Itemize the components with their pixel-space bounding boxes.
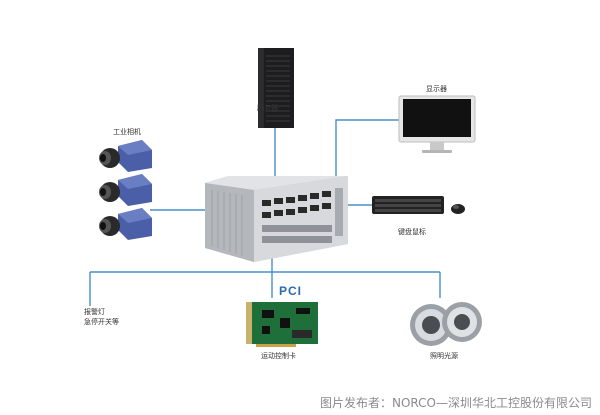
camera-icon-1 [99,140,152,172]
pci-label: PCI [279,284,303,298]
keyboard-icon [372,196,444,214]
mouse-icon [451,204,465,214]
image-caption: 图片发布者：NORCO—深圳华北工控股份有限公司 [320,396,592,410]
camera-icon-3 [99,208,152,240]
keyboard-mouse-label: 键盘鼠标 [398,228,426,236]
alarm-label-line1: 报警灯 [84,308,105,316]
industrial-pc-icon [205,176,348,262]
monitor-icon [398,95,476,153]
ring-light-icon-2 [442,302,482,342]
ring-light-icon-1 [410,304,452,346]
alarm-label-line2: 急停开关等 [84,318,119,326]
cameras-label: 工业相机 [113,128,141,136]
camera-icon-2 [99,174,152,206]
server-icon [258,48,294,128]
monitor-link [335,119,400,188]
light-source-label: 照明光源 [430,352,458,360]
connection-lines [89,119,441,306]
server-label: 服务器 [257,104,278,112]
motion-card-label: 运动控制卡 [261,352,296,360]
motion-control-card-icon [246,302,318,347]
monitor-label: 显示器 [426,85,447,93]
